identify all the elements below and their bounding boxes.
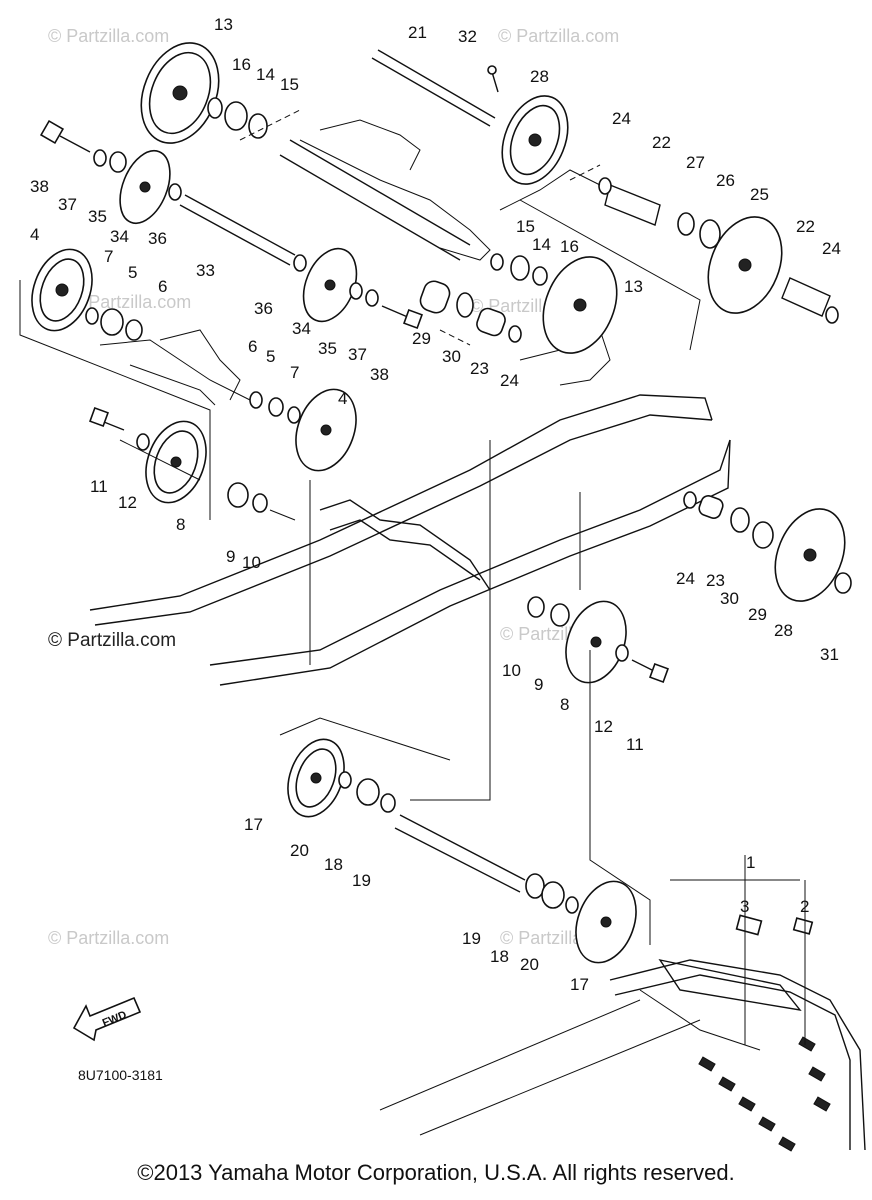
part-label-7: 7	[290, 363, 299, 382]
watermark: © Partzilla.com	[48, 26, 169, 46]
part-label-6: 6	[158, 277, 167, 296]
part-label-25: 25	[750, 185, 769, 204]
watermark-strong: © Partzilla.com	[48, 630, 176, 651]
part-label-27: 27	[686, 153, 705, 172]
part-label-13: 13	[624, 277, 643, 296]
part-label-18: 18	[324, 855, 343, 874]
part-label-16: 16	[232, 55, 251, 74]
diagram-code: 8U7100-3181	[78, 1067, 163, 1083]
part-label-36: 36	[254, 299, 273, 318]
part-label-34: 34	[110, 227, 129, 246]
part-label-6: 6	[248, 337, 257, 356]
part-label-37: 37	[58, 195, 77, 214]
part-label-22: 22	[652, 133, 671, 152]
wheel-34-upper	[119, 150, 171, 224]
part-label-4: 4	[30, 225, 39, 244]
part-label-7: 7	[104, 247, 113, 266]
part-label-8: 8	[560, 695, 569, 714]
part-label-28: 28	[530, 67, 549, 86]
part-label-3: 3	[740, 897, 749, 916]
part-label-23: 23	[470, 359, 489, 378]
wheel-4-left	[31, 248, 93, 332]
wheel-8-left	[145, 420, 207, 504]
part-label-24: 24	[822, 239, 841, 258]
part-label-12: 12	[118, 493, 137, 512]
wheel-28-right	[774, 508, 846, 602]
part-label-9: 9	[534, 675, 543, 694]
part-label-20: 20	[290, 841, 309, 860]
part-label-37: 37	[348, 345, 367, 364]
part-label-19: 19	[462, 929, 481, 948]
part-label-30: 30	[720, 589, 739, 608]
part-label-26: 26	[716, 171, 735, 190]
track-assembly	[379, 914, 866, 1152]
copyright-notice: ©2013 Yamaha Motor Corporation, U.S.A. A…	[137, 1160, 735, 1185]
part-label-31: 31	[820, 645, 839, 664]
part-label-11: 11	[90, 477, 108, 496]
part-label-10: 10	[242, 553, 261, 572]
wheel-17-lower	[575, 880, 637, 964]
wheel-13-upper	[140, 42, 220, 144]
part-label-2: 2	[800, 897, 809, 916]
part-label-14: 14	[256, 65, 275, 84]
part-label-1: 1	[746, 853, 755, 872]
part-label-15: 15	[516, 217, 535, 236]
part-label-5: 5	[128, 263, 137, 282]
part-label-33: 33	[196, 261, 215, 280]
part-label-22: 22	[796, 217, 815, 236]
part-label-5: 5	[266, 347, 275, 366]
part-label-13: 13	[214, 15, 233, 34]
part-label-18: 18	[490, 947, 509, 966]
part-label-32: 32	[458, 27, 477, 46]
part-labels: 1 2 3 4 4 5 5 6 6 7 7 8 8 9 9 10 10 11 1…	[30, 15, 841, 994]
part-label-10: 10	[502, 661, 521, 680]
wheels	[31, 42, 846, 964]
part-label-29: 29	[748, 605, 767, 624]
small-parts	[39, 65, 852, 914]
part-label-24: 24	[612, 109, 631, 128]
part-label-24: 24	[500, 371, 519, 390]
slide-rail-frame	[89, 119, 731, 686]
wheel-13-right	[542, 256, 618, 354]
part-label-24: 24	[676, 569, 695, 588]
part-label-38: 38	[30, 177, 49, 196]
part-label-35: 35	[88, 207, 107, 226]
watermark: © Partzilla.com	[70, 292, 191, 312]
wheel-4-mid	[295, 388, 357, 472]
wheel-25	[707, 216, 783, 314]
part-label-16: 16	[560, 237, 579, 256]
part-label-9: 9	[226, 547, 235, 566]
wheel-28-upper	[501, 95, 569, 185]
part-label-17: 17	[570, 975, 589, 994]
part-label-19: 19	[352, 871, 371, 890]
part-label-35: 35	[318, 339, 337, 358]
part-label-29: 29	[412, 329, 431, 348]
part-label-28: 28	[774, 621, 793, 640]
watermarks: © Partzilla.com © Partzilla.com © Partzi…	[48, 26, 621, 948]
watermark: © Partzilla.com	[48, 928, 169, 948]
part-label-11: 11	[626, 735, 644, 754]
part-label-12: 12	[594, 717, 613, 736]
part-label-14: 14	[532, 235, 551, 254]
part-label-30: 30	[442, 347, 461, 366]
wheel-17-upper	[287, 738, 345, 818]
watermark: © Partzilla.com	[498, 26, 619, 46]
part-label-4: 4	[338, 389, 347, 408]
part-label-21: 21	[408, 23, 427, 42]
part-label-36: 36	[148, 229, 167, 248]
part-label-23: 23	[706, 571, 725, 590]
forward-arrow-icon: FWD	[72, 996, 142, 1042]
shafts	[179, 49, 831, 893]
part-label-38: 38	[370, 365, 389, 384]
part-label-34: 34	[292, 319, 311, 338]
leader-lines	[19, 109, 806, 1045]
part-label-20: 20	[520, 955, 539, 974]
part-label-15: 15	[280, 75, 299, 94]
part-label-8: 8	[176, 515, 185, 534]
part-label-17: 17	[244, 815, 263, 834]
